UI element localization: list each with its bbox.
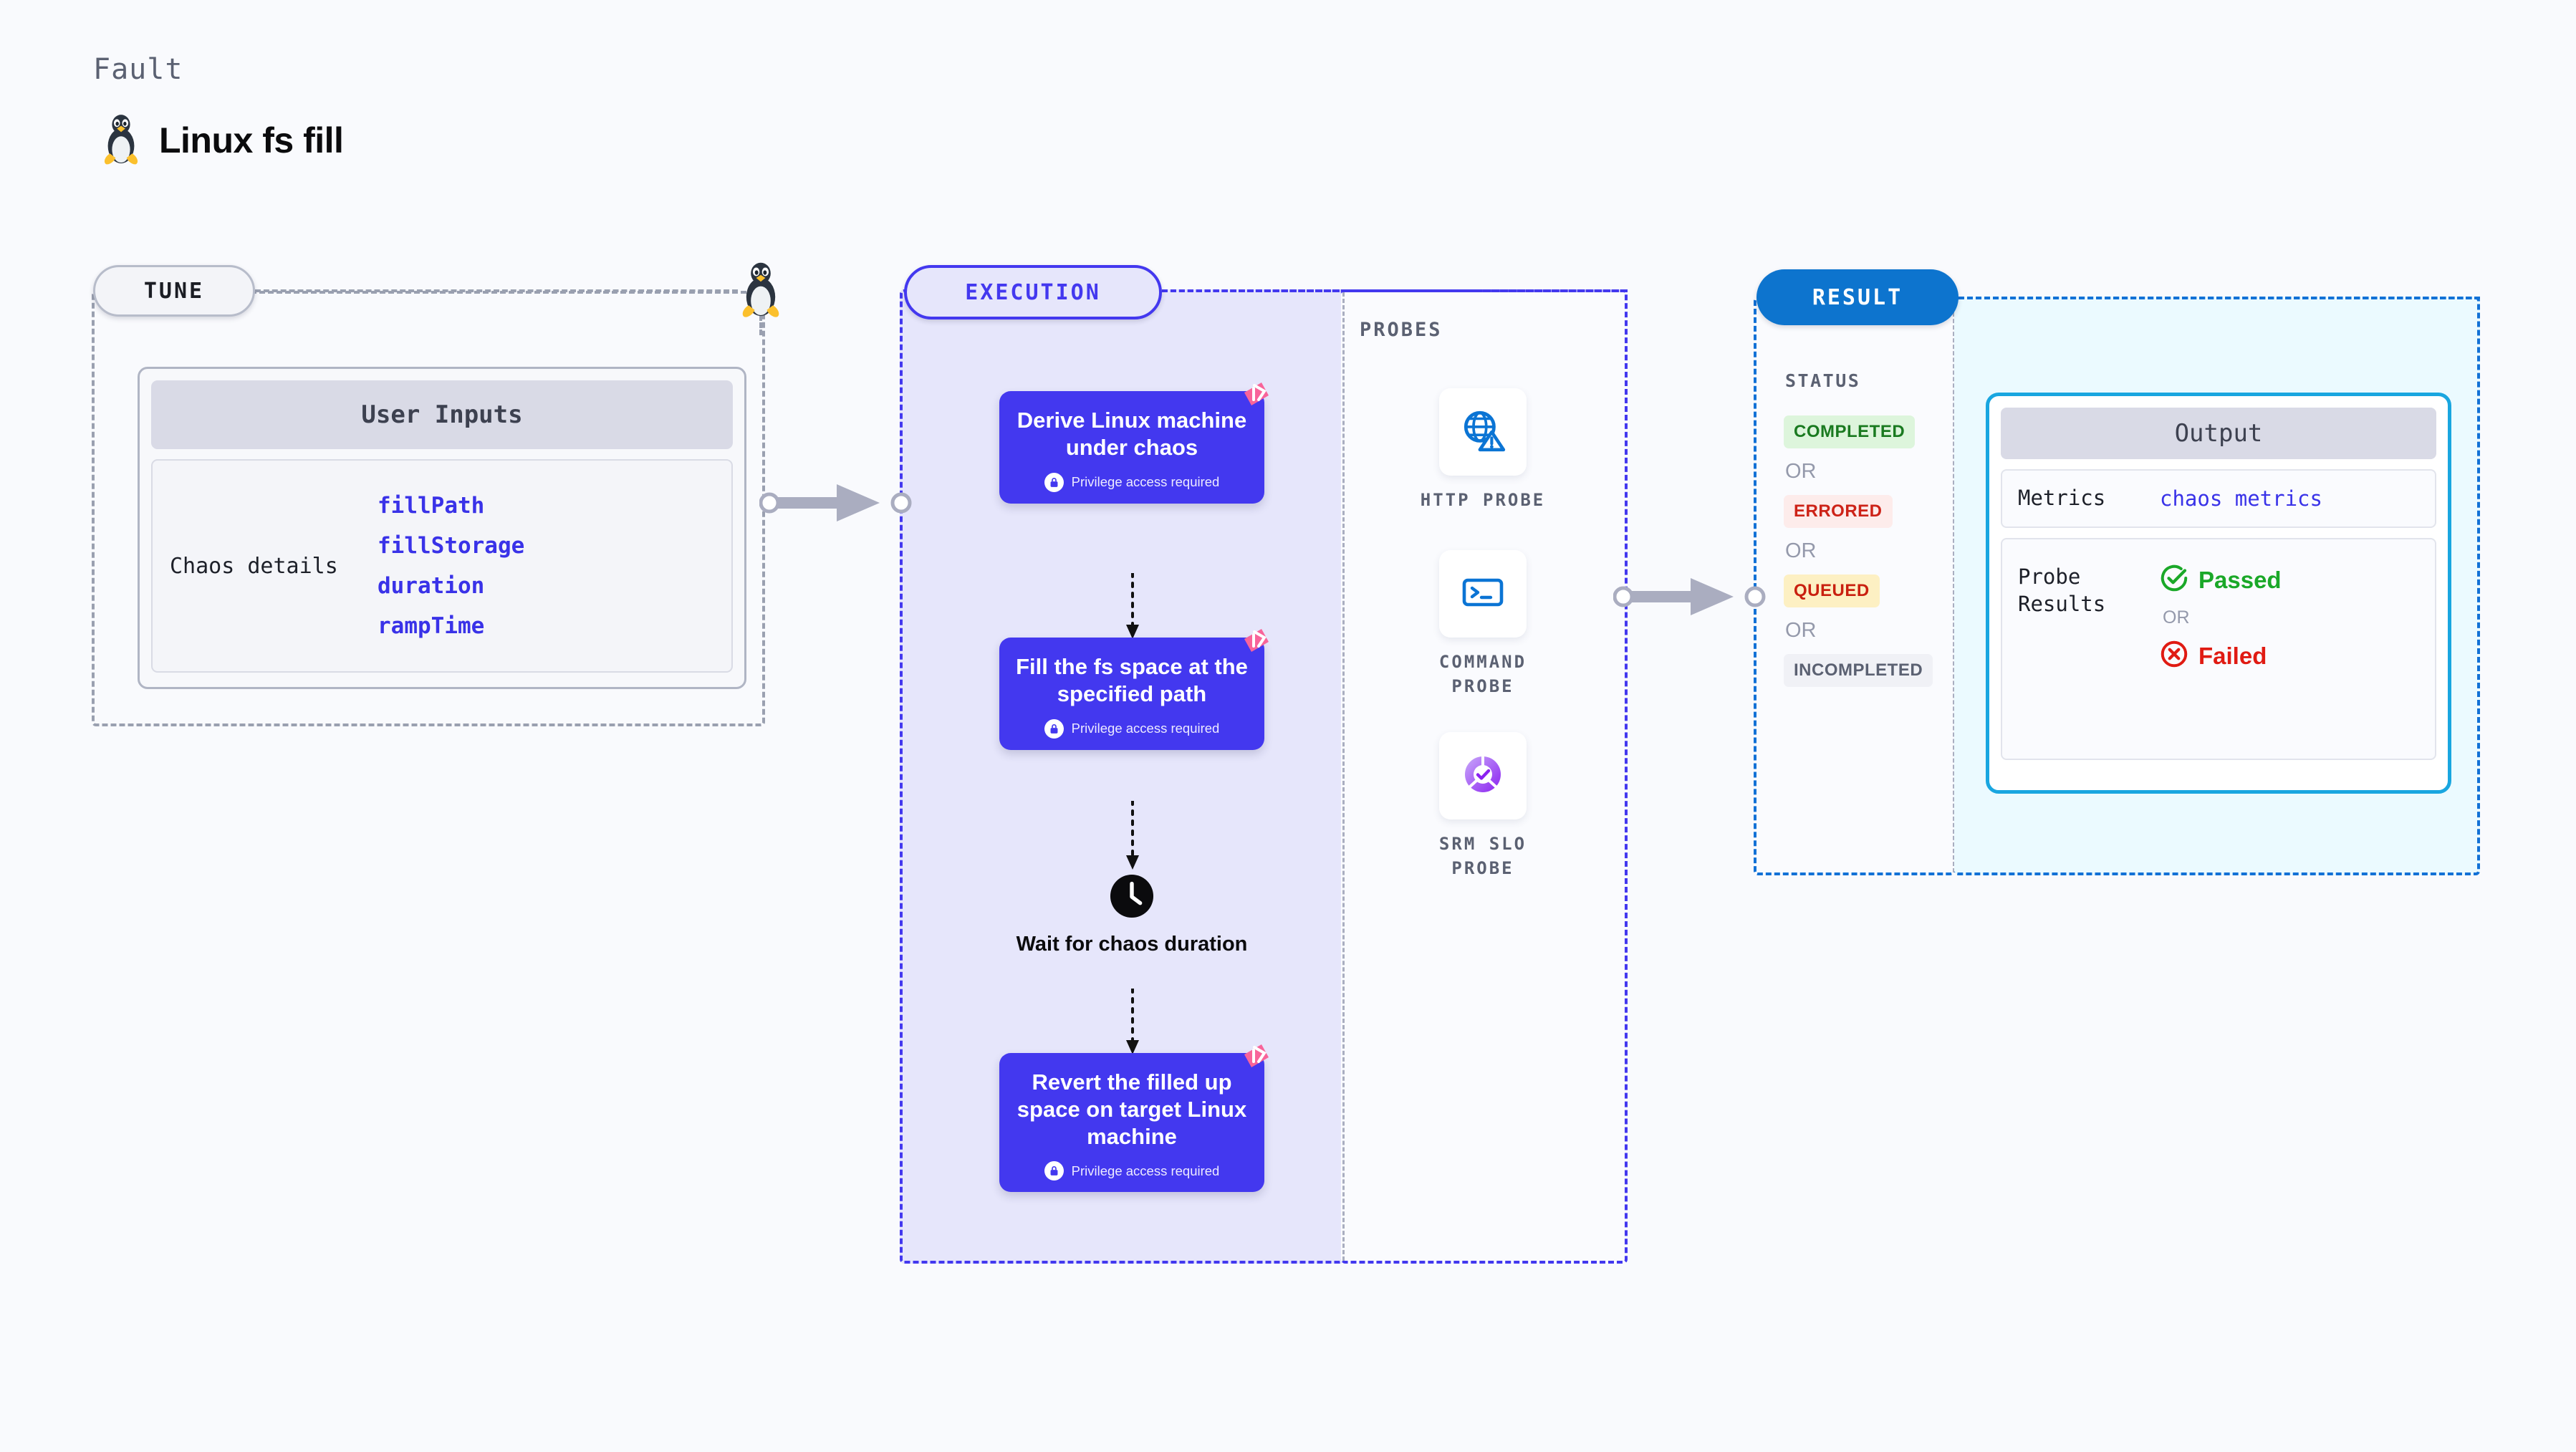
output-probe-results-key: Probe Results — [2018, 564, 2106, 616]
probe-item-http[interactable]: HTTP PROBE — [1418, 388, 1547, 513]
probes-left-divider — [1342, 292, 1345, 1261]
wait-node: Wait for chaos duration — [999, 874, 1264, 958]
page-title: Linux fs fill — [159, 120, 344, 160]
lock-icon — [1044, 718, 1064, 739]
privilege-note-text: Privilege access required — [1071, 1163, 1220, 1178]
probe-item-srm-slo[interactable]: SRM SLO PROBE — [1418, 732, 1547, 880]
chaos-params-list: fillPath fillStorage duration rampTime — [378, 493, 524, 639]
x-circle-icon — [2160, 640, 2188, 672]
status-badge-completed: COMPLETED — [1784, 415, 1916, 448]
terminal-icon — [1460, 569, 1506, 619]
wait-to-step3-arrow — [1126, 989, 1139, 1054]
probe-result-failed-label: Failed — [2198, 642, 2267, 669]
litmus-logo-icon — [1240, 625, 1273, 658]
probe-label: COMMAND PROBE — [1438, 652, 1527, 696]
probe-result-failed: Failed — [2160, 640, 2282, 672]
execution-step-title: Revert the filled up space on target Lin… — [1017, 1069, 1247, 1149]
user-inputs-card: User Inputs Chaos details fillPath fillS… — [138, 367, 746, 689]
step2-to-wait-arrow — [1126, 801, 1139, 870]
status-badge-queued: QUEUED — [1784, 574, 1880, 607]
probe-result-or-label: OR — [2163, 607, 2190, 628]
privilege-note: Privilege access required — [1044, 718, 1220, 739]
clock-icon — [1110, 874, 1154, 922]
status-title: STATUS — [1785, 370, 1861, 391]
user-inputs-title: User Inputs — [151, 380, 733, 449]
chaos-details-row: Chaos details fillPath fillStorage durat… — [151, 459, 733, 673]
check-circle-icon — [2160, 564, 2188, 596]
execution-step-card[interactable]: Revert the filled up space on target Lin… — [999, 1044, 1269, 1193]
status-or-label: OR — [1785, 460, 1817, 483]
status-or-label: OR — [1785, 619, 1817, 642]
output-metrics-value[interactable]: chaos metrics — [2160, 486, 2322, 511]
lock-icon — [1044, 1161, 1064, 1181]
probe-tile — [1439, 732, 1527, 819]
status-badge-errored: ERRORED — [1784, 495, 1893, 528]
linux-tux-icon — [99, 115, 143, 166]
output-card-title: Output — [2001, 408, 2436, 459]
wait-node-label: Wait for chaos duration — [1016, 933, 1248, 956]
privilege-note: Privilege access required — [1044, 1161, 1220, 1181]
page-title-row: Linux fs fill — [99, 115, 344, 166]
privilege-note-text: Privilege access required — [1071, 474, 1220, 490]
privilege-note-text: Privilege access required — [1071, 721, 1220, 736]
tune-tux-stem — [759, 315, 762, 335]
probe-label: HTTP PROBE — [1420, 490, 1546, 510]
status-or-label: OR — [1785, 539, 1817, 562]
tune-pill-label[interactable]: TUNE — [93, 265, 255, 317]
chaos-param-fillstorage[interactable]: fillStorage — [378, 533, 525, 559]
tune-to-execution-arrow — [759, 484, 912, 521]
probe-result-passed: Passed — [2160, 564, 2282, 596]
output-metrics-key: Metrics — [2018, 486, 2106, 511]
result-right-divider — [1953, 299, 1955, 872]
page-eyebrow: Fault — [93, 53, 183, 86]
execution-step-title: Derive Linux machine under chaos — [1017, 408, 1247, 460]
execution-step-title: Fill the fs space at the specified path — [1016, 654, 1248, 706]
status-list: COMPLETED OR ERRORED OR QUEUED OR INCOMP… — [1784, 415, 1948, 687]
result-pill-label[interactable]: RESULT — [1756, 269, 1959, 325]
step1-to-step2-arrow — [1126, 573, 1139, 639]
chaos-param-ramptime[interactable]: rampTime — [378, 613, 485, 639]
output-metrics-row: Metrics chaos metrics — [2001, 469, 2436, 528]
output-card: Output Metrics chaos metrics Probe Resul… — [1986, 393, 2451, 794]
probes-to-result-arrow — [1613, 578, 1766, 615]
litmus-logo-icon — [1240, 1040, 1273, 1073]
output-top-dash — [1959, 297, 2480, 299]
tune-top-dash — [255, 289, 738, 292]
execution-top-dash — [1162, 289, 1628, 292]
execution-pill-label[interactable]: EXECUTION — [904, 265, 1162, 319]
chaos-param-duration[interactable]: duration — [378, 573, 485, 599]
probes-title: PROBES — [1360, 319, 1443, 341]
chaos-param-fillpath[interactable]: fillPath — [378, 493, 485, 519]
probe-label: SRM SLO PROBE — [1438, 834, 1527, 878]
execution-step-card[interactable]: Derive Linux machine under chaos Privile… — [999, 383, 1269, 504]
execution-step-card[interactable]: Fill the fs space at the specified path … — [999, 629, 1269, 750]
lock-icon — [1044, 472, 1064, 492]
srm-slo-donut-icon — [1460, 751, 1506, 801]
output-probe-results-row: Probe Results Passed OR — [2001, 538, 2436, 760]
privilege-note: Privilege access required — [1044, 472, 1220, 492]
probe-result-passed-label: Passed — [2198, 566, 2282, 593]
chaos-details-label: Chaos details — [170, 553, 338, 579]
probe-item-command[interactable]: COMMAND PROBE — [1418, 550, 1547, 698]
linux-tux-icon — [736, 262, 785, 319]
globe-warning-icon — [1459, 407, 1506, 458]
status-badge-incompleted: INCOMPLETED — [1784, 654, 1933, 687]
probe-tile — [1439, 550, 1527, 638]
probe-tile — [1439, 388, 1527, 476]
litmus-logo-icon — [1240, 378, 1273, 411]
probe-result-values: Passed OR Failed — [2160, 564, 2282, 672]
